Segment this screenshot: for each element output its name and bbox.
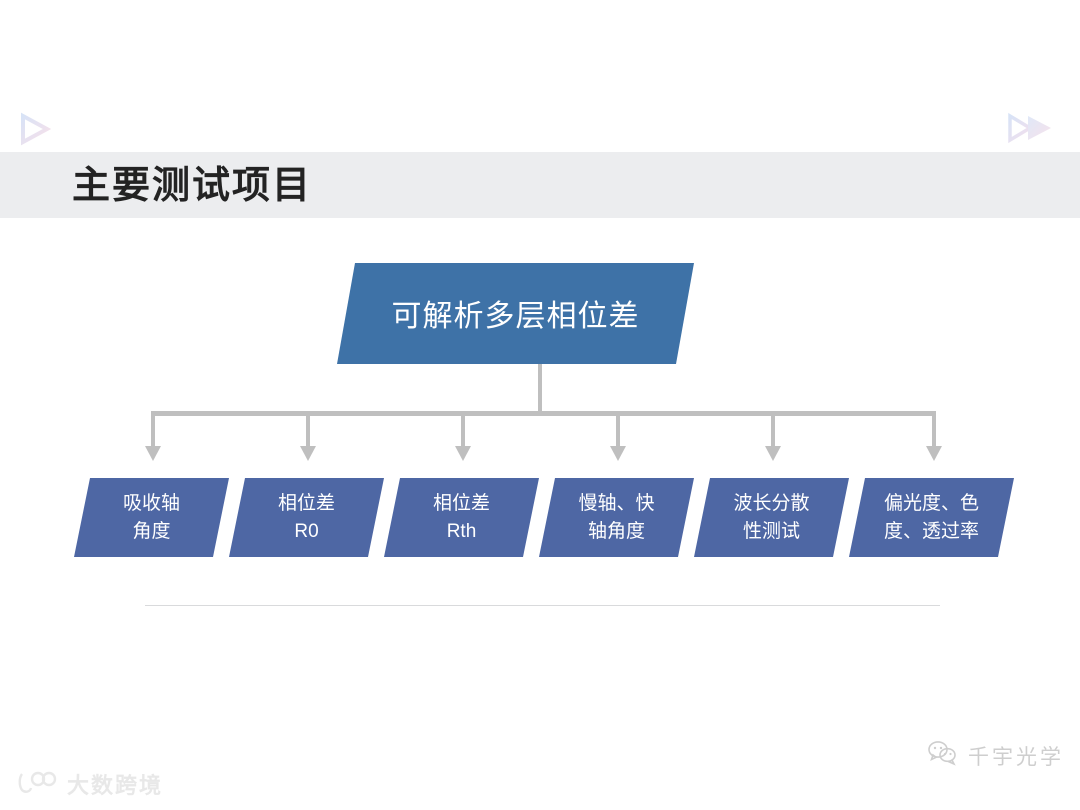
arrow-down-icon-1 xyxy=(145,446,161,461)
diagram-leaf-node-4[interactable]: 慢轴、快 轴角度 xyxy=(539,478,694,557)
fast-forward-icon xyxy=(1004,108,1062,148)
arrow-down-icon-6 xyxy=(926,446,942,461)
diagram-root-node[interactable]: 可解析多层相位差 xyxy=(337,263,694,364)
diagram-leaf-node-1[interactable]: 吸收轴 角度 xyxy=(74,478,229,557)
diagram-leaf-label-2: 相位差 R0 xyxy=(277,492,335,542)
connector-drop-3 xyxy=(461,414,465,447)
connector-bus xyxy=(151,411,936,416)
connector-drop-2 xyxy=(306,414,310,447)
connector-drop-6 xyxy=(932,414,936,447)
diagram-leaf-label-4: 慢轴、快 轴角度 xyxy=(578,492,655,542)
diagram-leaf-label-5: 波长分散 性测试 xyxy=(733,492,810,542)
diagram-leaf-label-3: 相位差 Rth xyxy=(432,492,490,542)
diagram-root-label: 可解析多层相位差 xyxy=(391,299,640,333)
brand-logo-icon xyxy=(18,770,58,799)
page-title: 主要测试项目 xyxy=(72,165,313,207)
diagram-leaf-label-6: 偏光度、色 度、透过率 xyxy=(883,492,979,542)
watermark-bottom-right: 千宇光学 xyxy=(928,740,1064,771)
connector-drop-5 xyxy=(771,414,775,447)
wechat-icon xyxy=(928,740,958,771)
diagram-leaf-node-5[interactable]: 波长分散 性测试 xyxy=(694,478,849,557)
connector-drop-1 xyxy=(151,414,155,447)
arrow-down-icon-4 xyxy=(610,446,626,461)
arrow-down-icon-3 xyxy=(455,446,471,461)
arrow-down-icon-5 xyxy=(765,446,781,461)
watermark-right-text: 千宇光学 xyxy=(968,745,1064,769)
diagram-leaf-label-1: 吸收轴 角度 xyxy=(122,492,180,542)
section-divider xyxy=(145,605,940,606)
watermark-bottom-left: 大数跨境 xyxy=(18,768,163,800)
watermark-left-text: 大数跨境 xyxy=(67,773,164,798)
diagram-leaf-node-3[interactable]: 相位差 Rth xyxy=(384,478,539,557)
connector-stem xyxy=(538,364,542,414)
title-band xyxy=(0,152,1080,218)
play-triangle-icon xyxy=(14,110,54,148)
diagram-leaf-node-2[interactable]: 相位差 R0 xyxy=(229,478,384,557)
diagram-leaf-node-6[interactable]: 偏光度、色 度、透过率 xyxy=(849,478,1014,557)
connector-drop-4 xyxy=(616,414,620,447)
arrow-down-icon-2 xyxy=(300,446,316,461)
